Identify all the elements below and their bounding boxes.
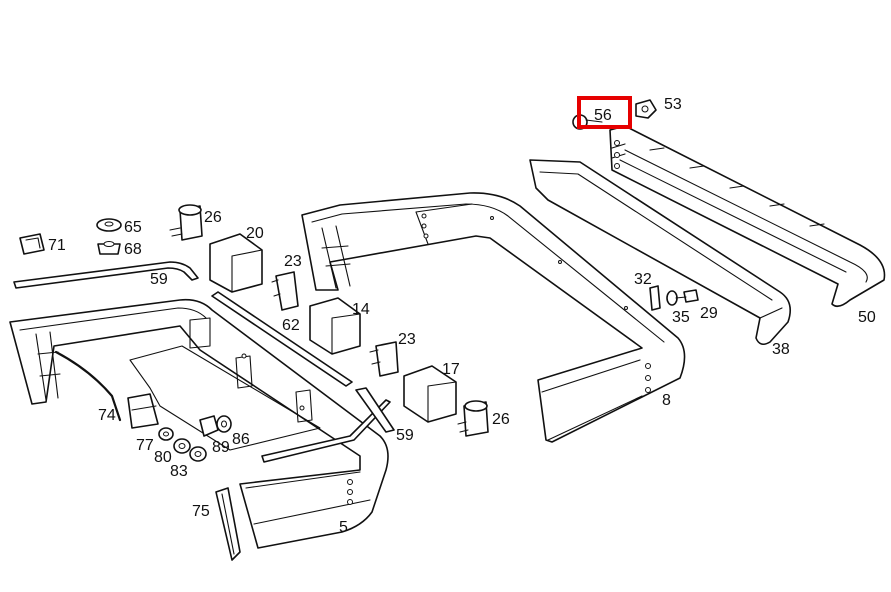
part-20-block	[209, 233, 263, 293]
part-26-bracket-top	[169, 204, 203, 241]
callout-23-lower: 23	[398, 331, 416, 348]
callout-89: 89	[212, 439, 230, 456]
part-75-trim	[215, 487, 241, 561]
callout-29: 29	[700, 305, 718, 322]
callout-26-top: 26	[204, 209, 222, 226]
part-32-plate	[649, 285, 661, 311]
part-59-strip-upper	[13, 261, 199, 289]
part-17-block	[403, 365, 457, 423]
callout-86: 86	[232, 431, 250, 448]
part-86-nut	[216, 415, 232, 433]
callout-35: 35	[672, 309, 690, 326]
callout-53: 53	[664, 96, 682, 113]
callout-74: 74	[98, 407, 116, 424]
callout-labels: 71 65 68 26 20 23 59 62 14 23 74 77 80 8…	[48, 96, 876, 536]
part-14-block	[309, 297, 361, 355]
callout-80: 80	[154, 449, 172, 466]
callout-8: 8	[662, 392, 671, 409]
callout-26-lower: 26	[492, 411, 510, 428]
callout-50: 50	[858, 309, 876, 326]
callout-17: 17	[442, 361, 460, 378]
highlight-box	[577, 96, 632, 129]
part-53-nut	[635, 99, 657, 119]
part-74-cable	[54, 350, 122, 422]
callout-77: 77	[136, 437, 154, 454]
part-8-bumper-cover	[301, 192, 686, 443]
part-89-nut	[189, 415, 219, 462]
part-38-impact-strip	[529, 159, 791, 346]
part-23-bracket-top	[271, 271, 299, 311]
part-26-bracket-lower	[457, 400, 489, 437]
callout-65: 65	[124, 219, 142, 236]
callout-38: 38	[772, 341, 790, 358]
callout-68: 68	[124, 241, 142, 258]
callout-75: 75	[192, 503, 210, 520]
part-83-washer	[173, 438, 191, 454]
part-23-bracket-lower	[369, 341, 399, 377]
callout-5: 5	[339, 519, 348, 536]
part-5-bumper-cover	[9, 298, 389, 549]
part-77-bracket	[127, 393, 159, 429]
callout-83: 83	[170, 463, 188, 480]
callout-14: 14	[352, 301, 370, 318]
part-62-strip	[211, 291, 353, 387]
part-68-nut	[97, 241, 121, 255]
part-65-washer	[96, 218, 122, 232]
part-59-strip-lower	[261, 387, 395, 463]
callout-71: 71	[48, 237, 66, 254]
part-29-screw	[675, 289, 699, 303]
callout-59-lower: 59	[396, 427, 414, 444]
callout-59-top: 59	[150, 271, 168, 288]
part-71-clip	[19, 233, 45, 255]
callout-32: 32	[634, 271, 652, 288]
callout-62: 62	[282, 317, 300, 334]
callout-20: 20	[246, 225, 264, 242]
part-50-bumper-cover	[609, 125, 886, 308]
callout-56: 56	[594, 107, 612, 124]
callout-23-top: 23	[284, 253, 302, 270]
part-80-washer	[158, 427, 174, 441]
